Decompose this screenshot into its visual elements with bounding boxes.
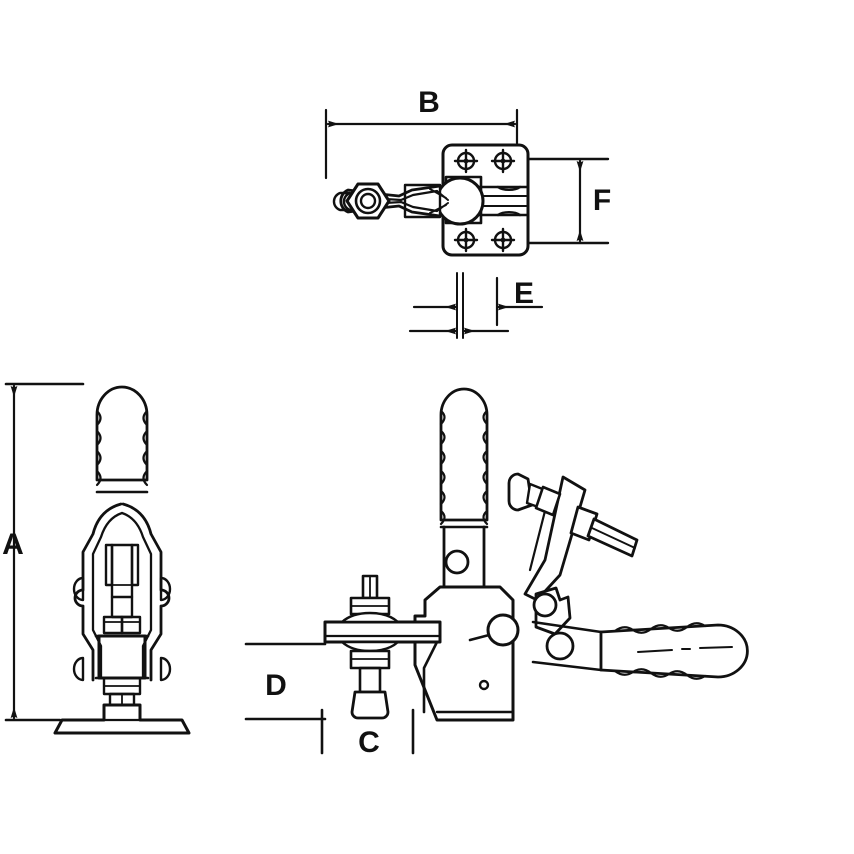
front-view-body-small-hole	[478, 679, 490, 691]
side-view-handle-grip	[95, 385, 149, 482]
front-view-open-grip-rib-bottom	[613, 668, 707, 680]
front-view-handle-rib	[439, 409, 446, 526]
top-view-hex-nut	[345, 182, 391, 220]
side-view-pivot-boss	[72, 656, 85, 682]
front-view-open-grip-centerline	[637, 646, 733, 653]
front-view: D C	[244, 387, 749, 759]
side-view: A	[2, 382, 191, 735]
front-view-knob-hex-nut	[534, 485, 562, 517]
top-view-eyelet	[332, 191, 352, 212]
top-view-bar-lobe	[496, 211, 522, 217]
front-view-open-handle-bar	[531, 620, 603, 672]
dim-B-label: B	[418, 86, 440, 119]
side-view-link-inner-left	[91, 511, 124, 680]
front-view-clamp-bar	[323, 620, 442, 644]
top-view-nut-bore-inner	[359, 192, 377, 210]
side-view-hex-nut	[120, 615, 142, 635]
front-view-stud-seam	[591, 527, 636, 549]
side-view-pivot-boss	[159, 576, 172, 602]
side-view-handle-rib	[95, 409, 102, 487]
side-view-body-block	[97, 634, 147, 680]
top-view-bar-lobe	[496, 185, 522, 191]
front-view-body-pivot-hole	[486, 613, 520, 647]
front-view-upper-washer	[340, 611, 400, 624]
side-view-link-inner-right	[120, 511, 153, 680]
top-view-mounting-hole	[490, 148, 516, 174]
dimension-C: C	[320, 708, 415, 759]
front-view-open-grip-rib-top	[613, 622, 707, 634]
dimension-D: D	[244, 642, 327, 721]
dim-C-label: C	[358, 726, 380, 759]
front-view-lower-washer	[340, 640, 400, 653]
side-view-pivot-boss	[72, 576, 85, 602]
dimension-B: B	[324, 86, 519, 180]
dim-A-label: A	[2, 528, 24, 561]
front-view-handle-grip	[439, 387, 489, 522]
dimension-F: F	[527, 157, 611, 245]
top-view-yoke-splay	[429, 188, 449, 214]
front-view-spindle-tip	[350, 690, 390, 720]
front-view-handle-rib	[482, 409, 489, 526]
top-view-mounting-hole	[490, 227, 516, 253]
dim-D-label: D	[265, 669, 287, 702]
side-view-pivot-boss	[159, 656, 172, 682]
top-view-pivot-hub	[435, 176, 485, 226]
front-view-open-handle-grip	[599, 623, 749, 679]
top-view-mounting-hole	[453, 227, 479, 253]
side-view-inner-block	[110, 543, 134, 599]
side-view-hex-nut	[102, 615, 124, 635]
front-view-latch-pivot-hole	[532, 592, 558, 618]
front-view-lever-pivot-hole	[444, 549, 470, 575]
top-view-mounting-hole	[453, 148, 479, 174]
front-view-open-handle-pivot	[545, 631, 575, 661]
dim-E-label: E	[514, 277, 534, 310]
top-view-clevis-plate	[403, 183, 442, 219]
front-view-lower-spindle-shaft	[358, 666, 382, 694]
dim-F-label: F	[593, 184, 611, 217]
front-view-clamp-body	[413, 585, 515, 722]
dimension-E: E	[408, 272, 544, 339]
dimension-A: A	[2, 382, 85, 722]
side-view-handle-rib	[142, 409, 149, 487]
top-view: B F E	[324, 86, 611, 339]
front-view-open-lever-inner	[528, 501, 549, 572]
top-view-nut-bore-outer	[354, 187, 382, 215]
side-view-inner-taper	[110, 595, 134, 619]
